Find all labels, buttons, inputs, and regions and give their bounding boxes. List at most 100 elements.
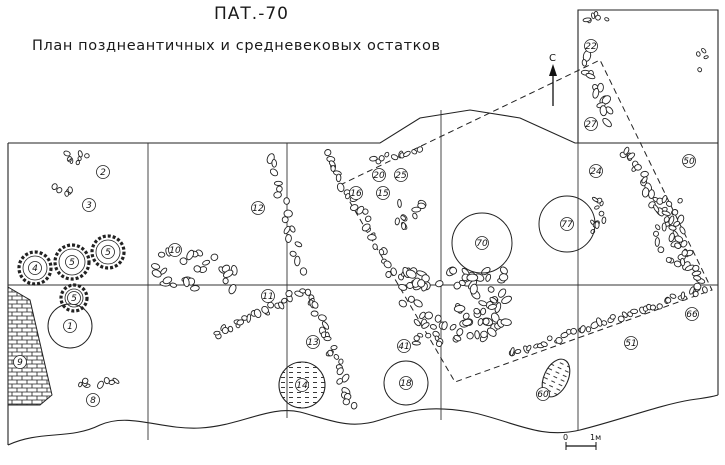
feature-label: 25 [395, 171, 407, 181]
stone [487, 286, 495, 293]
stone [425, 332, 432, 339]
stone-walls [51, 11, 709, 410]
stone [411, 206, 422, 213]
feature-label: 4 [32, 264, 38, 274]
stone [281, 216, 289, 224]
feature-f15: 15 [376, 186, 390, 200]
stone [283, 197, 290, 205]
stone [673, 260, 682, 268]
stone [697, 67, 703, 73]
stone [681, 249, 688, 257]
stone [384, 151, 390, 158]
stone [703, 55, 709, 60]
stone [169, 282, 177, 288]
stone [449, 266, 458, 275]
feature-f25: 25 [394, 168, 408, 182]
stone [311, 301, 319, 309]
stone [78, 381, 83, 388]
stone [321, 321, 330, 330]
stone [441, 321, 448, 331]
feature-label: 15 [377, 189, 389, 199]
scale-end: 1м [590, 433, 601, 442]
stone [579, 325, 586, 334]
stone [480, 307, 487, 316]
stone [336, 378, 344, 385]
scale-start: 0 [563, 433, 568, 442]
stone [162, 276, 173, 285]
stone [604, 17, 610, 22]
stone [190, 285, 200, 292]
stone [623, 146, 630, 155]
stone [424, 311, 433, 320]
stone [421, 322, 430, 329]
stone [285, 234, 292, 243]
stone [411, 340, 421, 346]
stone [601, 320, 608, 326]
feature-label: 5 [69, 258, 75, 268]
feature-label: 60 [537, 390, 549, 400]
feature-f1: 1 [47, 303, 93, 349]
stone [228, 284, 237, 295]
stone [77, 150, 83, 158]
feature-label: 13 [307, 338, 319, 348]
feature-f2: 2 [96, 165, 110, 179]
stone [680, 291, 686, 300]
scale-bar: 0 1м [563, 433, 601, 450]
stone [591, 196, 599, 203]
stone [413, 335, 420, 342]
stone [570, 327, 577, 335]
stone [466, 332, 474, 340]
stone [405, 269, 417, 279]
stone [480, 330, 488, 339]
stone [283, 225, 291, 235]
stone [324, 149, 332, 157]
stone [654, 237, 660, 247]
stone [602, 117, 612, 128]
north-arrow: С [549, 53, 557, 106]
stone [473, 308, 481, 315]
stone [390, 267, 397, 276]
stone [456, 328, 464, 337]
stone [318, 314, 327, 322]
stone [668, 232, 675, 243]
feature-label: 3 [86, 201, 92, 211]
feature-label: 77 [561, 220, 573, 230]
stone [330, 165, 336, 172]
stone [210, 253, 219, 261]
stone [453, 334, 462, 342]
feature-f13: 13 [306, 335, 320, 349]
stone [253, 308, 262, 319]
feature-f27: 27 [584, 117, 598, 131]
feature-f5b: 5 [90, 234, 126, 270]
stone [540, 341, 548, 348]
stone [617, 315, 625, 323]
stone [466, 273, 479, 282]
feature-label: 11 [262, 292, 273, 302]
stone [398, 299, 407, 308]
stone [390, 154, 399, 161]
feature-label: 41 [398, 342, 409, 352]
stone [372, 243, 378, 250]
stone [416, 146, 424, 153]
feature-f5c: 5 [59, 283, 89, 313]
stone [661, 195, 668, 204]
stone [294, 255, 301, 267]
stone [411, 149, 418, 155]
stone [271, 158, 277, 168]
stone [267, 301, 275, 309]
stone [278, 301, 285, 310]
stone [283, 209, 293, 218]
stone [227, 325, 234, 333]
stone [696, 51, 701, 57]
feature-label: 9 [17, 358, 23, 368]
feature-label: 5 [71, 294, 77, 304]
stone [419, 311, 426, 320]
stone [462, 312, 470, 320]
feature-label: 1 [67, 322, 73, 332]
stone [369, 155, 378, 162]
feature-f24: 24 [589, 164, 603, 178]
stone [403, 150, 411, 157]
stone [299, 267, 308, 276]
stone [397, 198, 402, 208]
